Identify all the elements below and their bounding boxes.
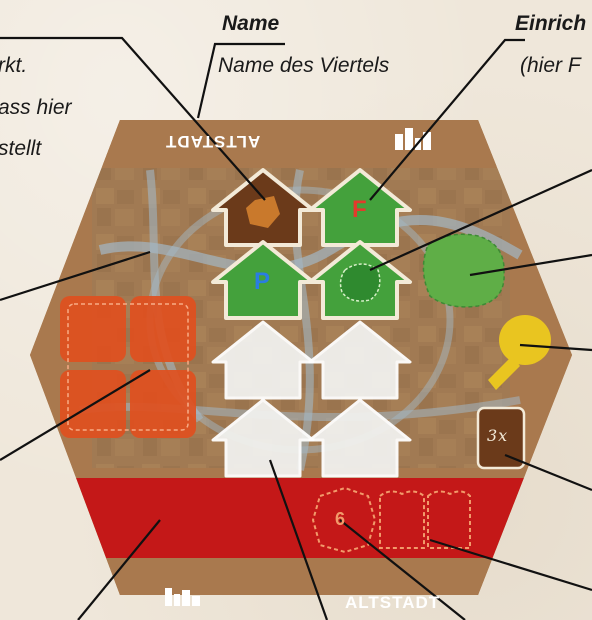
red-banner	[0, 478, 592, 558]
house-letter-f: F	[352, 198, 368, 222]
house-letter-p: P	[254, 270, 271, 294]
left-callout-line-1: rkt.	[0, 55, 27, 76]
district-name-bottom: ALTSTADT	[345, 594, 440, 611]
left-callout-line-2: ass hier	[0, 97, 72, 118]
name-callout-desc: Name des Viertels	[218, 55, 389, 76]
left-callout-line-3: stellt	[0, 138, 41, 159]
name-callout-title: Name	[222, 13, 279, 34]
facility-callout-title: Einrich	[515, 13, 586, 34]
park-outline-icon	[341, 264, 380, 301]
token-count-label: 3x	[487, 428, 508, 444]
name-band-top	[0, 120, 592, 166]
slot-number-label: 6	[335, 510, 346, 528]
facility-callout-desc: (hier F	[520, 55, 581, 76]
name-band-bottom	[0, 558, 592, 618]
district-name-top: ALTSTADT	[165, 133, 260, 150]
